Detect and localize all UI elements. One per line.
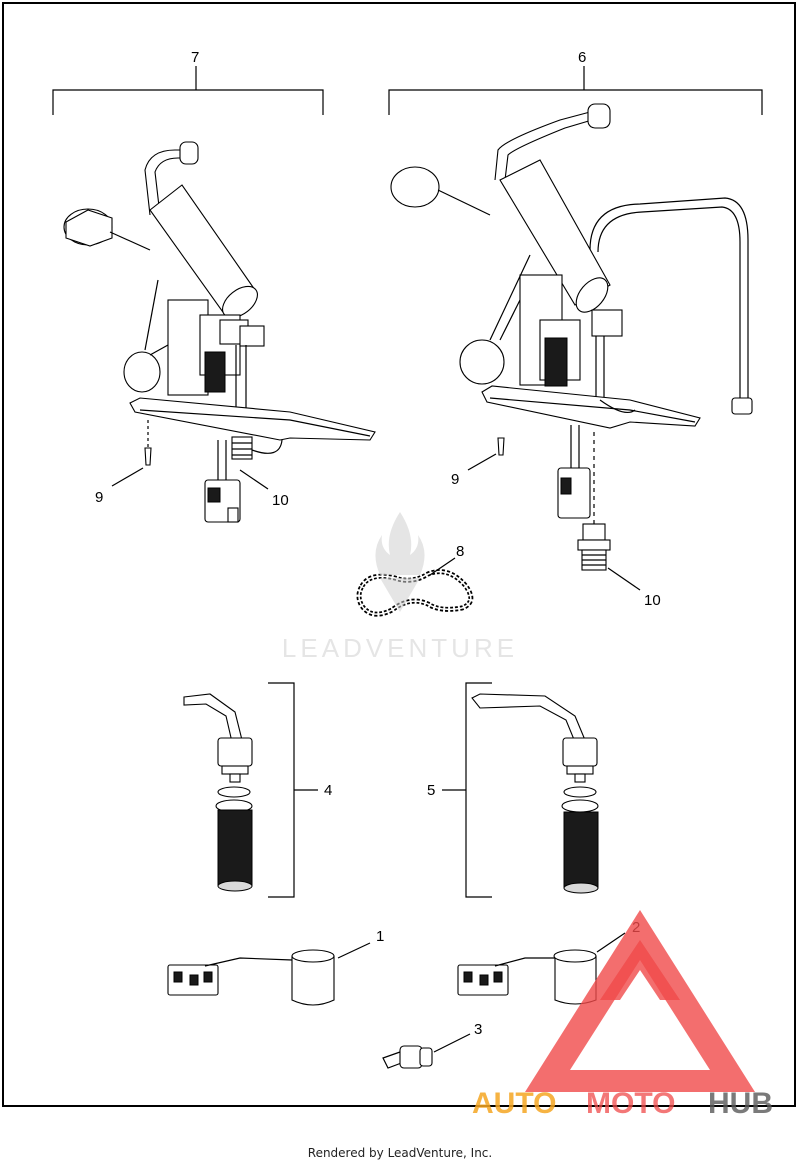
callout-9-right: 9 — [451, 471, 459, 488]
callout-4: 4 — [324, 782, 332, 799]
bracket-7 — [52, 66, 324, 115]
fuel-sender-right — [457, 949, 597, 1005]
bracket-6 — [388, 66, 763, 115]
fuel-sender-left — [167, 949, 335, 1006]
callout-6: 6 — [578, 49, 586, 66]
fitting-clip — [382, 1045, 433, 1069]
filter-kit-left — [183, 693, 253, 892]
callout-1: 1 — [376, 928, 384, 945]
brand-auto: AUTO — [472, 1087, 556, 1120]
filter-kit-right — [471, 693, 599, 894]
brand-moto: MOTO — [586, 1087, 675, 1120]
diagram-frame — [2, 2, 796, 1107]
callout-8: 8 — [456, 543, 464, 560]
callout-3: 3 — [474, 1021, 482, 1038]
triangle-logo-icon — [525, 910, 755, 1092]
brand-hub: HUB — [708, 1087, 773, 1120]
callout-10-left: 10 — [272, 492, 289, 509]
automotohub-logo: AUTO MOTO HUB — [472, 910, 773, 1120]
leadventure-wordmark: LEADVENTURE — [282, 633, 518, 663]
bracket-4 — [268, 682, 318, 898]
fuel-pump-assembly-left — [63, 141, 376, 523]
callout-9-left: 9 — [95, 489, 103, 506]
callout-7: 7 — [191, 49, 199, 66]
footer-credit: Rendered by LeadVenture, Inc. — [307, 1146, 493, 1160]
flame-icon — [375, 512, 425, 575]
leadventure-watermark: LEADVENTURE — [282, 512, 518, 663]
callout-10-right: 10 — [644, 592, 661, 609]
callout-5: 5 — [427, 782, 435, 799]
bracket-5 — [442, 682, 492, 898]
fuel-pump-assembly-right — [390, 103, 753, 571]
leader-lines — [111, 453, 641, 1053]
